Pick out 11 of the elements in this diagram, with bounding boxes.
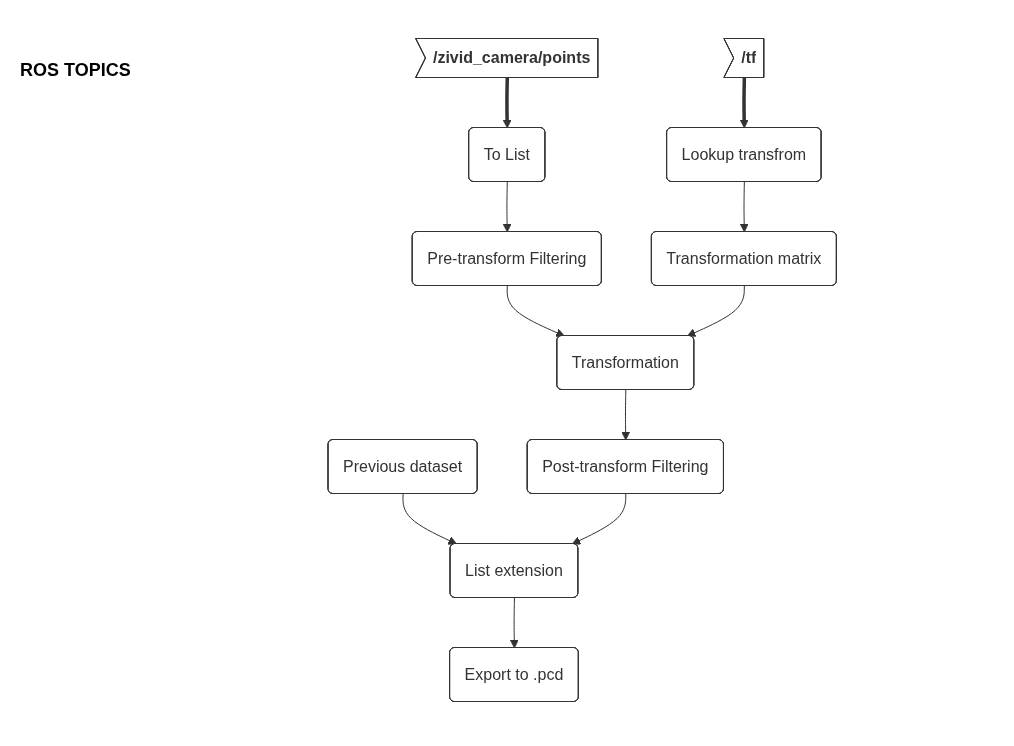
arrow [509,597,519,649]
arrow [402,493,457,545]
arrow [739,77,749,129]
arrow [621,389,630,441]
arrow [502,77,512,129]
arrow [571,493,627,545]
arrow [686,285,745,337]
arrow [502,181,512,233]
topics-label: ROS TOPICS [20,60,132,81]
arrow [739,181,749,233]
arrow [506,285,565,337]
